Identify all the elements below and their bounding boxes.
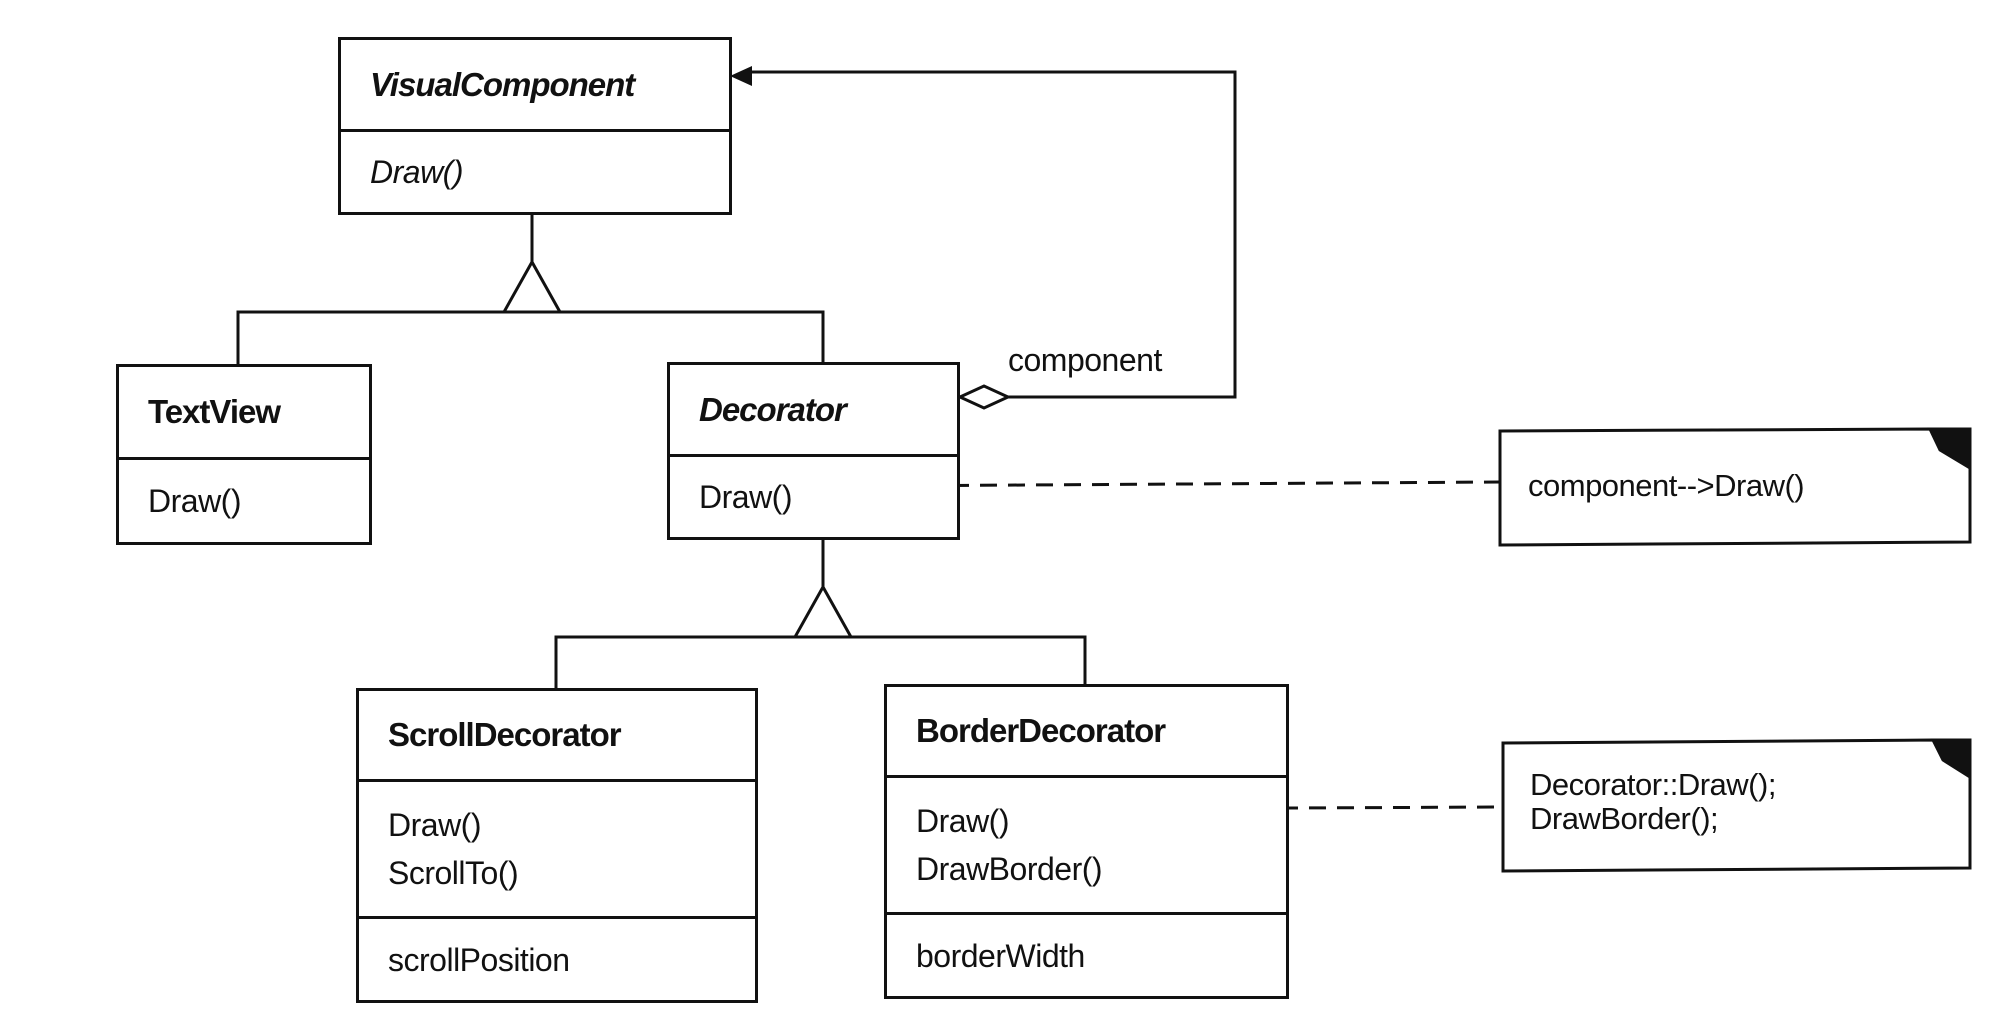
aggregation-diamond — [956, 384, 1012, 410]
class-name-scroll-decorator: ScrollDecorator — [388, 716, 622, 753]
note-line: Decorator::Draw(); — [1530, 767, 1776, 802]
operations-border-decorator: Draw() DrawBorder() — [887, 775, 1286, 912]
component-association-line — [752, 70, 1237, 399]
operation-scroll-to: ScrollTo() — [388, 855, 519, 891]
inheritance-branch-visual-component — [236, 310, 825, 364]
operation-draw: Draw() — [370, 154, 463, 190]
operation-draw: Draw() — [148, 483, 241, 519]
class-name-border-decorator: BorderDecorator — [916, 712, 1166, 749]
operation-draw: Draw() — [388, 807, 481, 843]
class-border-decorator[interactable]: BorderDecorator Draw() DrawBorder() bord… — [884, 684, 1289, 999]
attributes-scroll-decorator: scrollPosition — [359, 916, 755, 1000]
border-draw-note-box — [1501, 738, 1972, 873]
inheritance-triangle-visual-component — [501, 258, 563, 314]
inheritance-triangle-decorator — [792, 583, 854, 639]
operation-draw: Draw() — [916, 803, 1009, 839]
operations-text-view: Draw() — [119, 457, 369, 542]
attribute-scroll-position: scrollPosition — [388, 941, 570, 978]
association-role-label: component — [1008, 342, 1162, 378]
class-name-visual-component: VisualComponent — [370, 65, 635, 103]
class-scroll-decorator[interactable]: ScrollDecorator Draw() ScrollTo() scroll… — [356, 688, 758, 1003]
border-draw-note-text: Decorator::Draw(); DrawBorder(); — [1530, 768, 1776, 836]
attribute-border-width: borderWidth — [916, 937, 1085, 974]
note-line: DrawBorder(); — [1530, 801, 1719, 836]
operation-draw: Draw() — [699, 479, 792, 515]
attributes-border-decorator: borderWidth — [887, 912, 1286, 996]
decorator-draw-note-fold — [1927, 427, 1972, 471]
class-name-text-view: TextView — [148, 393, 281, 430]
operations-scroll-decorator: Draw() ScrollTo() — [359, 779, 755, 916]
class-name-decorator: Decorator — [699, 390, 847, 428]
class-text-view[interactable]: TextView Draw() — [116, 364, 372, 545]
class-decorator[interactable]: Decorator Draw() — [667, 362, 960, 540]
decorator-draw-note-box — [1498, 427, 1972, 547]
operations-visual-component: Draw() — [341, 129, 729, 212]
border-draw-note-fold — [1930, 738, 1972, 780]
note-line: component-->Draw() — [1528, 468, 1805, 503]
operations-decorator: Draw() — [670, 454, 957, 537]
class-visual-component[interactable]: VisualComponent Draw() — [338, 37, 732, 215]
decorator-draw-note-text: component-->Draw() — [1528, 468, 1805, 503]
operation-draw-border: DrawBorder() — [916, 851, 1103, 887]
association-arrowhead — [730, 66, 752, 86]
decorator-draw-note-connector — [867, 480, 1501, 488]
inheritance-branch-decorator — [554, 635, 1087, 690]
